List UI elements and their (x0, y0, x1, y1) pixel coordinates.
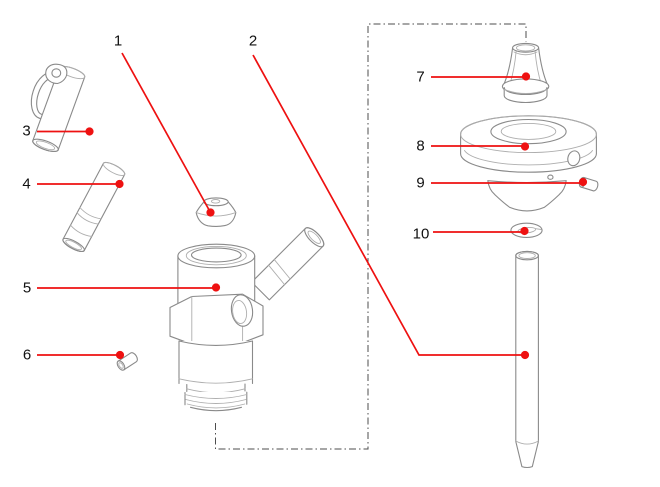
callout-6-label: 6 (22, 346, 32, 364)
leader-dot-8 (520, 142, 530, 151)
callout-8-label: 8 (416, 137, 425, 154)
leader-dot-1 (206, 208, 215, 217)
leader-dot-5 (211, 283, 221, 292)
leader-lines (37, 52, 588, 360)
leader-dot-4 (115, 179, 124, 189)
assembly-boundary-line (215, 23, 527, 450)
callout-9-label: 9 (416, 174, 425, 191)
leader-dot-3 (85, 127, 94, 136)
part-8-drawing (460, 115, 597, 212)
callout-5-label: 5 (22, 279, 32, 297)
part-3-drawing (30, 63, 86, 153)
leader-dot-2 (520, 350, 530, 360)
leader-line-1 (121, 52, 212, 213)
callout-7-label: 7 (416, 68, 425, 85)
leader-line-2 (252, 54, 525, 356)
callout-2-label: 2 (248, 32, 258, 50)
leader-dot-10 (520, 226, 529, 236)
part-2-drawing (515, 250, 539, 469)
callout-3-label: 3 (22, 122, 31, 140)
callout-4-label: 4 (22, 175, 31, 192)
leader-dot-7 (521, 72, 531, 81)
part-4-drawing (62, 161, 126, 253)
leader-dot-9 (578, 177, 588, 187)
callout-1-label: 1 (113, 32, 123, 50)
part-1-drawing (195, 197, 237, 227)
part-5-drawing (169, 227, 325, 412)
leader-dot-6 (115, 350, 125, 360)
part-6-drawing (116, 352, 138, 371)
callout-10-label: 10 (412, 225, 430, 242)
